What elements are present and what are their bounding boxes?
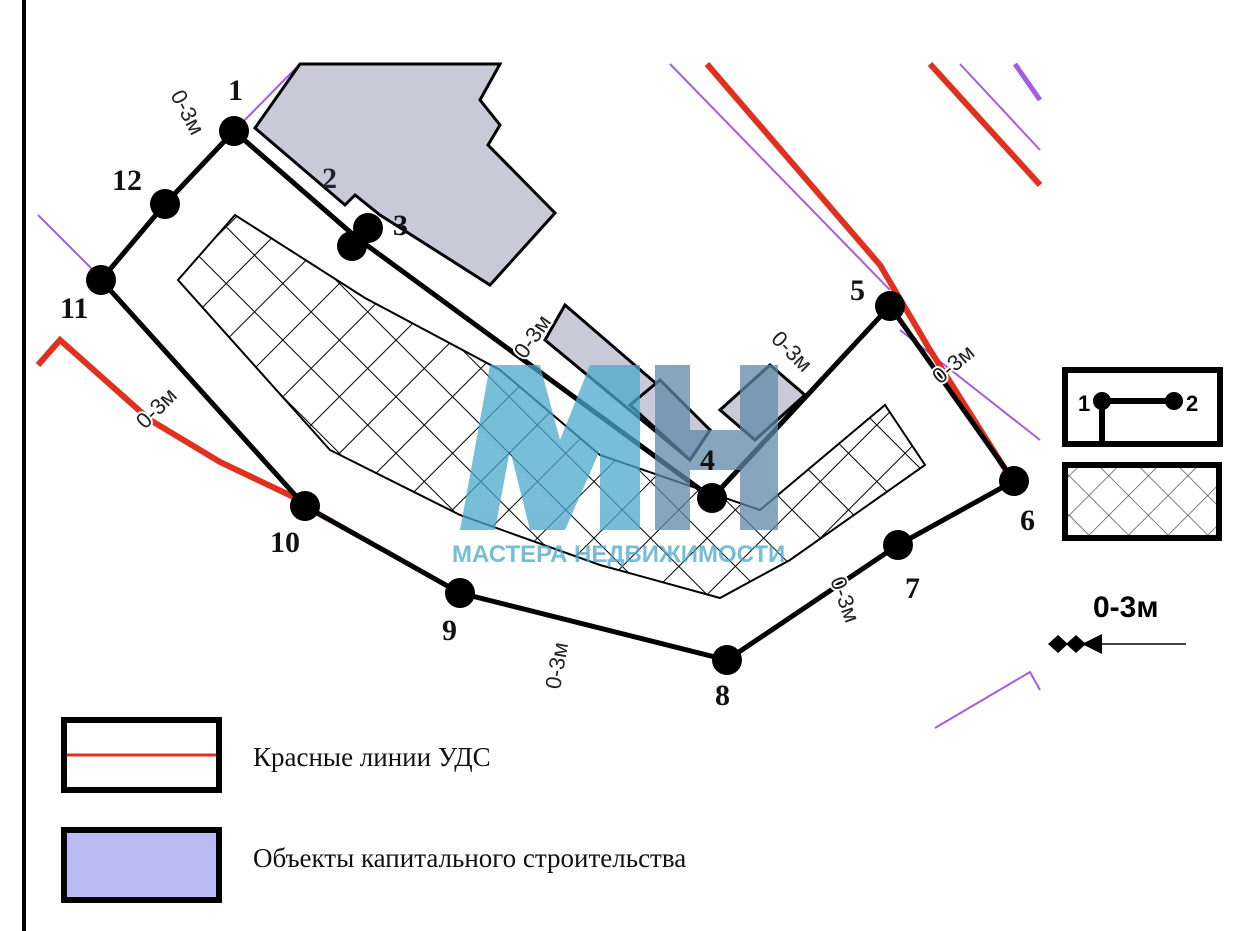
point-label-5: 5 [850, 274, 865, 307]
watermark-logo: МАСТЕРА НЕДВИЖИМОСТИ [452, 365, 785, 568]
legend-setback-label: 0-3м [1093, 591, 1159, 624]
setback-label: 0-3м [166, 86, 210, 139]
point-label-9: 9 [442, 614, 457, 647]
legend-point-from: 1 [1078, 391, 1090, 416]
point-label-2: 2 [322, 162, 337, 195]
plot-boundary [97, 129, 1018, 663]
point-labels: 1 2 3 5 6 7 8 9 10 11 12 [60, 74, 1035, 712]
purple-lines [37, 62, 1043, 729]
legend-buildable-area [1062, 462, 1222, 541]
point-label-10: 10 [270, 526, 300, 559]
point-label-7: 7 [905, 572, 920, 605]
point-label-12: 12 [112, 164, 142, 197]
legend-red-lines-label: Красные линии УДС [253, 742, 491, 772]
point-label-4: 4 [700, 444, 715, 477]
setback-labels: 0-3м 0-3м 0-3м 0-3м 0-3м 0-3м 0-3м [129, 84, 981, 693]
red-lines [35, 61, 1043, 662]
watermark-text: МАСТЕРА НЕДВИЖИМОСТИ [452, 541, 785, 568]
legend-setback-arrow-icon [1048, 634, 1186, 654]
point-label-11: 11 [60, 292, 88, 325]
legend-boundary-sample: 1 2 [1062, 367, 1223, 447]
point-label-8: 8 [715, 679, 730, 712]
setback-label: 0-3м [825, 573, 865, 626]
legend-point-to: 2 [1186, 391, 1198, 416]
point-label-1: 1 [228, 74, 243, 107]
point-label-3: 3 [393, 209, 408, 242]
legend-capital-objects-swatch [61, 827, 222, 903]
setback-label: 0-3м [540, 640, 573, 691]
legend-capital-objects-label: Объекты капитального строительства [253, 843, 687, 873]
boundary-points [86, 116, 1029, 675]
point-label-6: 6 [1020, 504, 1035, 537]
